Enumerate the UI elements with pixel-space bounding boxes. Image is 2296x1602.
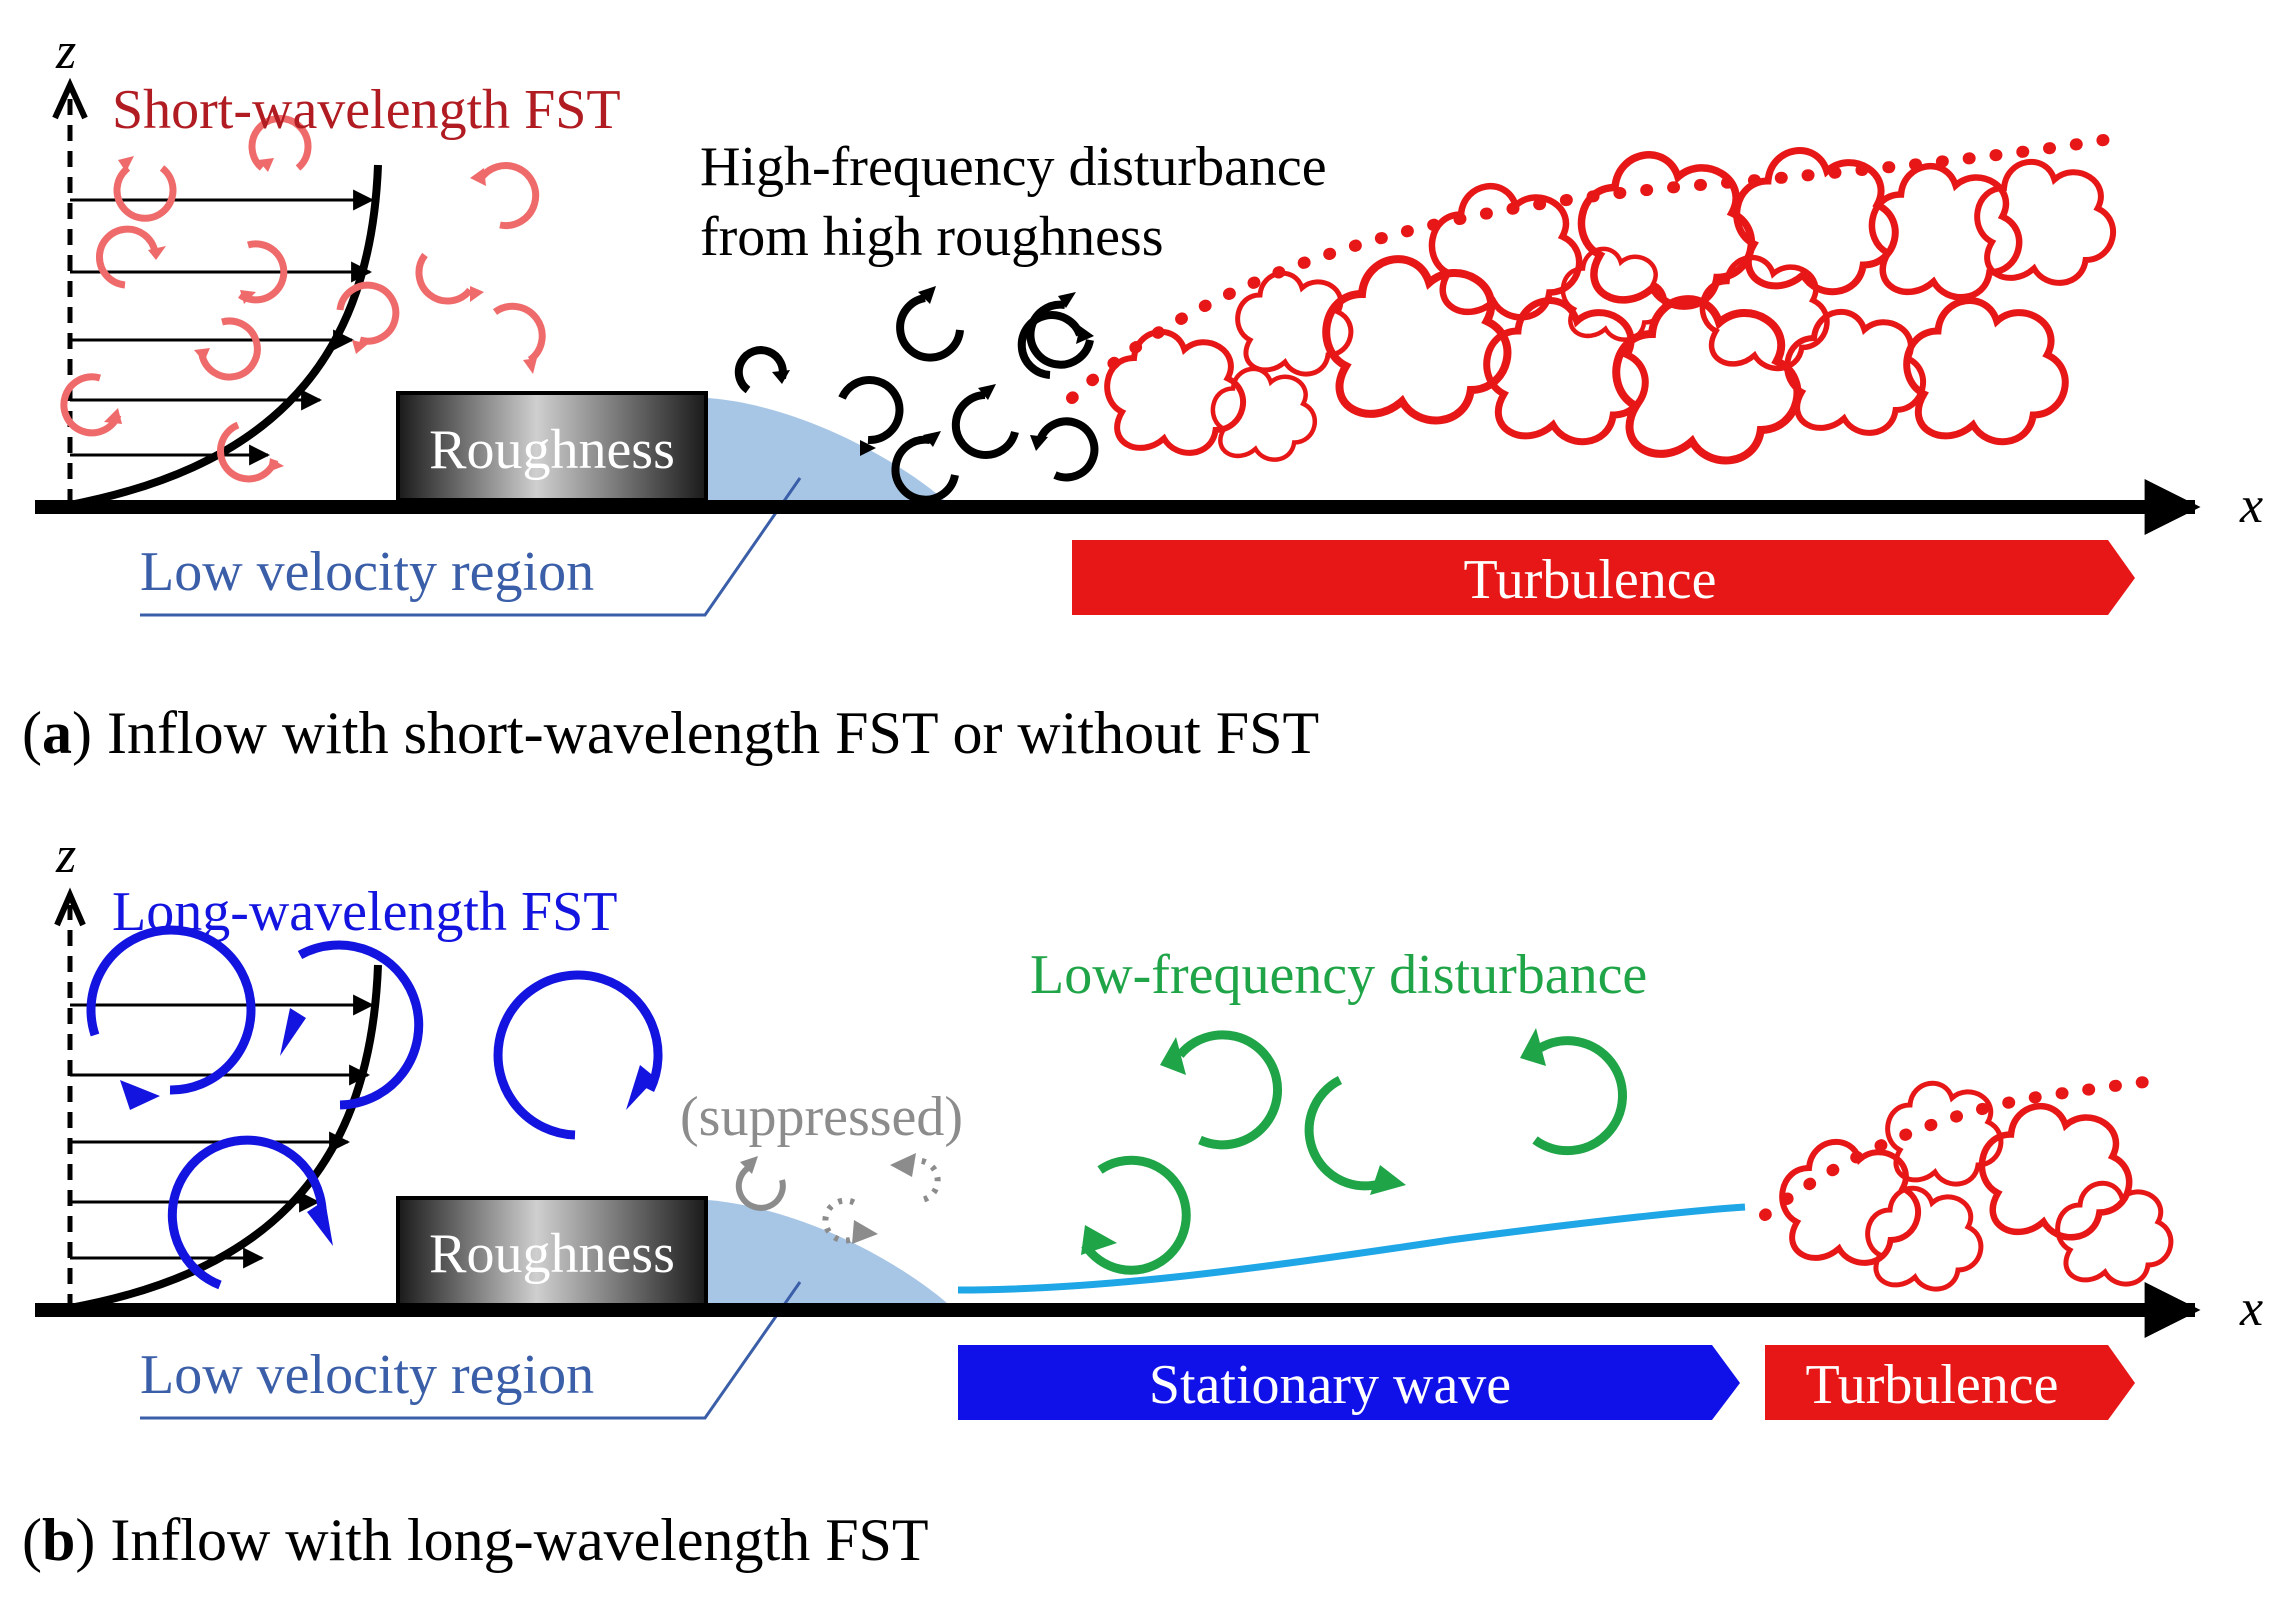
boundary-layer-profile-b	[69, 964, 382, 1312]
turbulence-label-a: Turbulence	[1463, 549, 1716, 611]
velocity-profile-arrows-a	[70, 189, 375, 466]
z-axis-arrowhead-b	[54, 887, 86, 927]
disturbance-label-a-line2: from high roughness	[700, 206, 1164, 268]
z-axis-label-b: z	[55, 827, 76, 884]
turbulence-bar-a	[1072, 540, 2135, 615]
caption-a: (a) Inflow with short-wavelength FST or …	[22, 700, 1319, 766]
x-axis-label-b: x	[2239, 1280, 2263, 1337]
caption-b-text: Inflow with long-wavelength FST	[95, 1507, 928, 1573]
low-velocity-region-b	[708, 1200, 955, 1310]
z-axis-label-a: z	[55, 23, 76, 80]
turbulence-envelope-dots-b	[1759, 1076, 2151, 1221]
low-frequency-eddy-arrowheads	[1081, 1028, 1546, 1255]
short-wavelength-eddies	[60, 115, 546, 483]
x-axis-label-a: x	[2239, 477, 2263, 534]
caption-b-letter: b	[42, 1507, 75, 1573]
high-frequency-eddies	[734, 294, 1099, 504]
stationary-wave-label: Stationary wave	[1149, 1354, 1511, 1416]
suppressed-eddy-arrowheads	[740, 1153, 916, 1244]
low-velocity-leader-a	[140, 477, 802, 617]
fst-label-a: Short-wavelength FST	[112, 79, 621, 141]
long-wavelength-eddy-arrowheads	[120, 1008, 656, 1246]
low-velocity-label-a: Low velocity region	[140, 541, 594, 603]
fst-label-b: Long-wavelength FST	[112, 881, 617, 943]
panel-b: z Roughness Low velocity re	[22, 827, 2263, 1573]
long-wavelength-eddies	[86, 925, 663, 1290]
stationary-wave-bar	[958, 1345, 1740, 1420]
suppressed-eddies	[735, 1157, 941, 1244]
caption-b: (b) Inflow with long-wavelength FST	[22, 1507, 929, 1573]
caption-a-text: Inflow with short-wavelength FST or with…	[92, 700, 1319, 766]
suppressed-label: (suppressed)	[680, 1086, 963, 1148]
short-wavelength-eddy-arrowheads	[104, 156, 537, 472]
panel-a: z	[22, 23, 2263, 766]
low-velocity-label-b: Low velocity region	[140, 1344, 594, 1406]
caption-a-letter: a	[42, 700, 72, 766]
low-velocity-leader-b	[140, 1281, 802, 1420]
low-frequency-eddies	[1081, 1030, 1627, 1275]
turbulence-label-b: Turbulence	[1805, 1354, 2058, 1416]
turbulence-puffs-b	[1782, 1083, 2171, 1289]
roughness-block-b	[396, 1196, 708, 1307]
z-axis-arrowhead-a	[52, 77, 88, 120]
low-frequency-label: Low-frequency disturbance	[1030, 944, 1647, 1006]
stationary-wave-line	[957, 1203, 1746, 1294]
disturbance-label-a-line1: High-frequency disturbance	[700, 136, 1327, 198]
roughness-label-b: Roughness	[429, 1223, 675, 1285]
roughness-label-a: Roughness	[429, 419, 675, 481]
high-frequency-eddy-arrowheads	[772, 286, 1094, 456]
turbulence-bar-b	[1765, 1345, 2135, 1420]
low-velocity-region-a	[708, 398, 950, 505]
boundary-layer-profile-a	[69, 164, 382, 509]
